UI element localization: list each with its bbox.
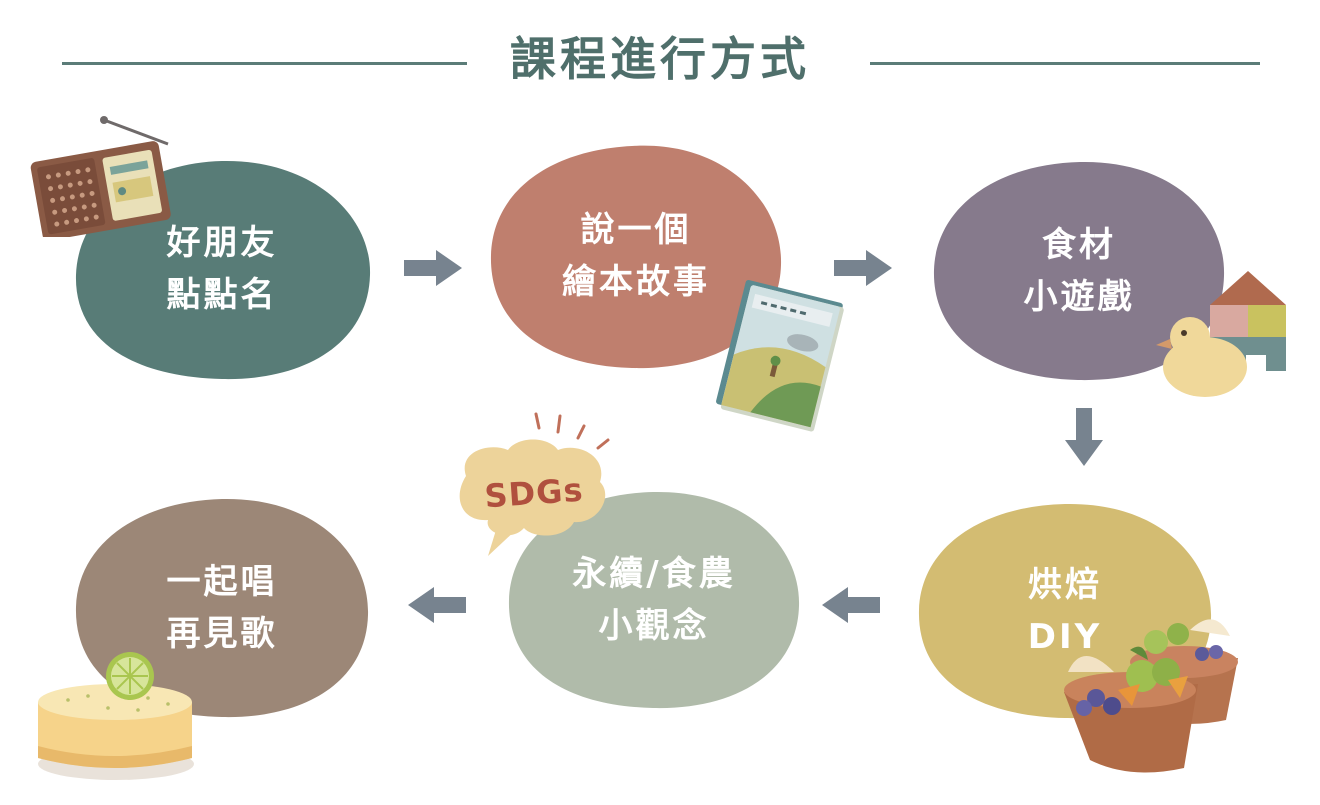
- step-label-line2: 小遊戲: [1023, 277, 1135, 317]
- step-ingredient-game: 食材 小遊戲: [930, 158, 1228, 384]
- step-label-line1: 永續/食農: [572, 554, 736, 594]
- arrow-down-icon: [1065, 408, 1103, 466]
- radio-icon: [30, 116, 171, 237]
- step-label-line1: 烘焙: [1028, 565, 1102, 605]
- blob-shape: [490, 145, 782, 369]
- step-label-line1: 說一個: [580, 210, 692, 250]
- fruit-tart-icon: [1064, 619, 1238, 773]
- step-label-line2: 小觀念: [598, 606, 710, 646]
- step-label-line2: 繪本故事: [562, 262, 710, 302]
- toy-duck-blocks-icon: [1156, 271, 1286, 397]
- step-sustainability: 永續/食農 小觀念: [505, 488, 803, 712]
- step-storybook: 說一個 繪本故事: [487, 140, 785, 372]
- step-label-line1: 好朋友: [166, 223, 278, 263]
- sdgs-speech-bubble: SDGs: [448, 412, 616, 562]
- sdgs-speech-bubble-icon: [459, 412, 610, 556]
- picture-book-icon: [716, 279, 844, 432]
- arrow-left-icon: [408, 587, 466, 623]
- title-line-right: [870, 62, 1260, 65]
- title-line-left: [62, 62, 467, 65]
- arrow-right-icon: [834, 250, 892, 286]
- blob-shape: [933, 161, 1225, 381]
- step-label-line2: DIY: [1027, 617, 1103, 657]
- step-label-line2: 點點名: [166, 275, 278, 315]
- header: 課程進行方式: [0, 0, 1320, 120]
- arrow-right-icon: [404, 250, 462, 286]
- page-title: 課程進行方式: [510, 32, 810, 86]
- cheesecake-icon: [38, 652, 194, 780]
- blob-shape: [508, 491, 800, 709]
- step-label-line2: 再見歌: [166, 614, 278, 654]
- step-label-line1: 一起唱: [166, 562, 278, 602]
- arrow-left-icon: [822, 587, 880, 623]
- step-label-line1: 食材: [1042, 225, 1116, 265]
